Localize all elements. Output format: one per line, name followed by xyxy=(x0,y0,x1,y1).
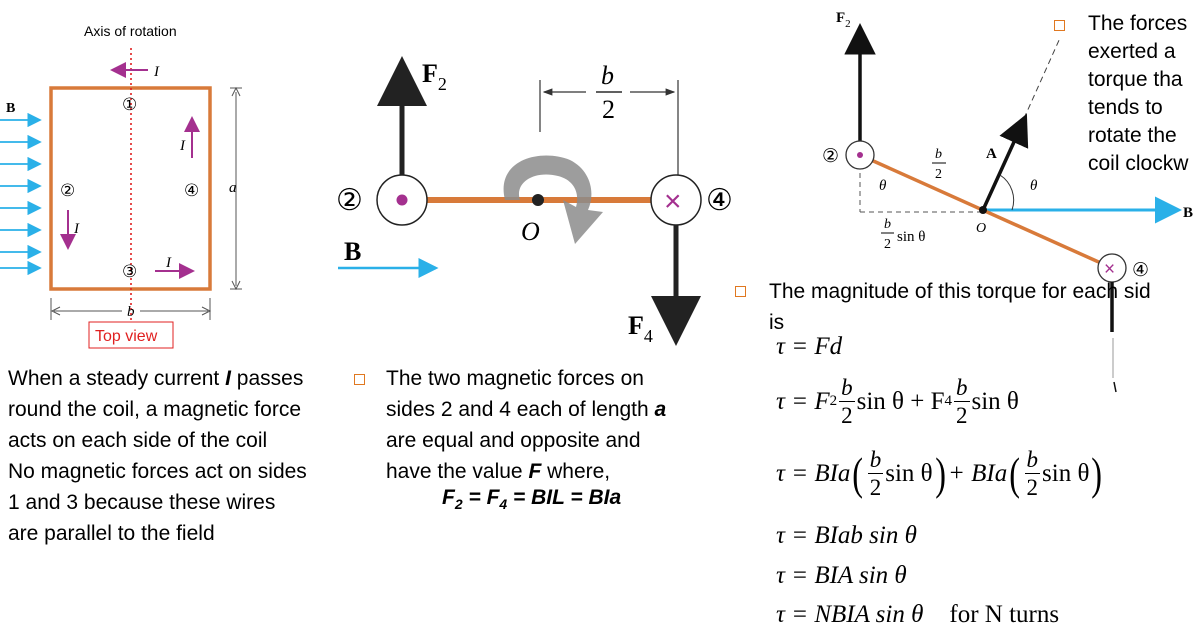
half-b-denominator: 2 xyxy=(602,95,615,124)
top-view-caption-box xyxy=(88,321,174,349)
left-paragraph-1: When a steady current I passes round the… xyxy=(8,367,304,452)
side-label-1: ① xyxy=(122,95,137,114)
current-label-left: I xyxy=(73,221,80,237)
mag-line-1: The magnitude of this torque for each si… xyxy=(769,280,1151,303)
side-4-label-right: ④ xyxy=(1132,260,1149,281)
current-label-top: I xyxy=(153,64,160,80)
side-2-label: ② xyxy=(336,184,363,217)
sin-label-right: sin θ xyxy=(897,229,925,245)
origin-label-right: O xyxy=(976,221,986,236)
axis-of-rotation-label: Axis of rotation xyxy=(84,23,177,39)
rt-line-4: tends to xyxy=(1088,96,1163,119)
tilted-coil-torque-diagram: F2 A B ② × ④ θ θ b 2 O b 2 sin θ xyxy=(822,10,1193,393)
pivot-point xyxy=(532,194,544,206)
side-2-label-right: ② xyxy=(822,146,839,167)
torque-magnitude-text: The magnitude of this torque for each si… xyxy=(769,276,1200,338)
rt-line-1: The forces xyxy=(1088,12,1188,35)
half-b-num-right: b xyxy=(935,147,942,162)
force-f2-label-right: F2 xyxy=(836,10,851,30)
side-label-4: ④ xyxy=(184,181,199,200)
dimension-a-label: a xyxy=(229,180,237,196)
equation-4: τ = BIab sin θ xyxy=(776,522,917,549)
half-b-den-right: 2 xyxy=(935,167,942,182)
coil-top-view-diagram: Axis of rotation B I I I I ① ② ③ ④ a b T… xyxy=(0,23,242,349)
magnetic-field-arrows xyxy=(0,112,42,276)
cross-symbol: × xyxy=(664,185,682,218)
half-b-numerator: b xyxy=(601,61,614,90)
side-label-2: ② xyxy=(60,181,75,200)
theta-label-right: θ xyxy=(1030,178,1038,194)
left-paragraph-2: No magnetic forces act on sides 1 and 3 … xyxy=(8,460,307,545)
bullet-icon xyxy=(354,374,365,385)
force-formula: F2 = F4 = BIL = BIa xyxy=(442,486,622,513)
bullet-icon xyxy=(1054,20,1065,31)
sin-den-right: 2 xyxy=(884,237,891,252)
equation-1: τ = Fd xyxy=(776,333,843,360)
rt-line-5: rotate the xyxy=(1088,124,1177,147)
force-f2-label: F2 xyxy=(422,59,447,94)
current-label-right: I xyxy=(179,138,186,154)
area-vector-label: A xyxy=(986,146,997,162)
sin-num-right: b xyxy=(884,217,891,232)
left-explanation: When a steady current I passes round the… xyxy=(8,363,308,549)
torque-direction-text: The forces exerted a torque tha tends to… xyxy=(1088,10,1200,178)
mag-line-2: is xyxy=(769,311,785,334)
equation-5: τ = BIA sin θ xyxy=(776,562,907,589)
field-label-right: B xyxy=(1183,205,1193,221)
dimension-b-label: b xyxy=(127,304,135,320)
rt-line-3: torque tha xyxy=(1088,68,1183,91)
bullet-icon xyxy=(735,286,746,297)
cross-symbol-right: × xyxy=(1104,259,1115,280)
top-view-caption: Top view xyxy=(95,328,158,345)
theta-label-left: θ xyxy=(879,178,887,194)
force-f4-label: F4 xyxy=(628,311,653,346)
middle-explanation: The two magnetic forces on sides 2 and 4… xyxy=(354,363,684,487)
side-label-3: ③ xyxy=(122,262,137,281)
origin-label: O xyxy=(521,217,540,246)
rt-line-2: exerted a xyxy=(1088,40,1176,63)
side-4-label: ④ xyxy=(706,184,733,217)
rotation-arrow-icon xyxy=(503,155,603,244)
field-label-left: B xyxy=(6,101,15,116)
side-view-force-diagram: F2 b 2 O ② × ④ F4 B xyxy=(336,56,733,346)
current-label-bottom: I xyxy=(165,255,172,271)
area-vector-arrow xyxy=(981,113,1029,211)
field-label-middle: B xyxy=(344,237,361,266)
rt-line-6: coil clockw xyxy=(1088,152,1189,175)
